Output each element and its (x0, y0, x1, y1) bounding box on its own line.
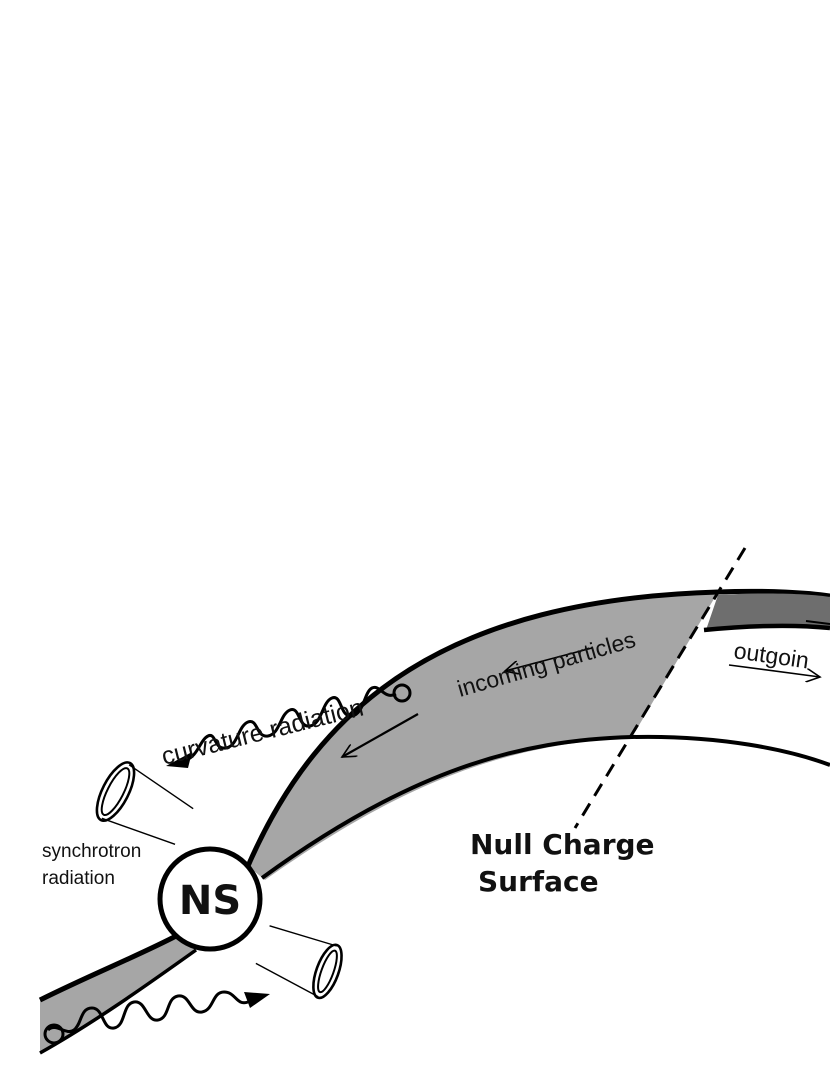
main-gap-band (248, 592, 718, 880)
lower-radiation-arrowhead (244, 992, 270, 1008)
upper-synchrotron-cone (95, 761, 194, 845)
synchrotron-label-line2: radiation (42, 868, 115, 889)
outer-dark-band (706, 593, 830, 630)
neutron-star (157, 846, 263, 952)
null-charge-surface-line (573, 547, 747, 829)
curvature-radiation-arrowhead (166, 752, 192, 768)
lower-band-outer-edge (38, 932, 180, 1003)
curvature-radiation-wave (185, 685, 397, 762)
curvature-emission-loop (392, 683, 412, 703)
lower-synchrotron-cone (255, 925, 343, 1000)
lower-radiation-wave (46, 990, 249, 1033)
outgoing-particles-label: outgoin (732, 637, 810, 673)
lower-emission-loop (43, 1023, 65, 1045)
synchrotron-label-line1: synchrotron (42, 841, 141, 862)
outgoing-arrow (728, 664, 820, 677)
null-charge-label-line1: Null Charge (470, 828, 655, 861)
outer-field-line (245, 588, 830, 867)
ns-label: NS (179, 878, 241, 924)
incoming-arrow (505, 647, 593, 671)
outer-dark-band-edge (703, 623, 830, 633)
inward-arrow (342, 713, 419, 758)
outgoing-band-dash (805, 620, 830, 625)
inner-field-line (260, 734, 830, 880)
null-charge-label-line2: Surface (478, 865, 599, 898)
